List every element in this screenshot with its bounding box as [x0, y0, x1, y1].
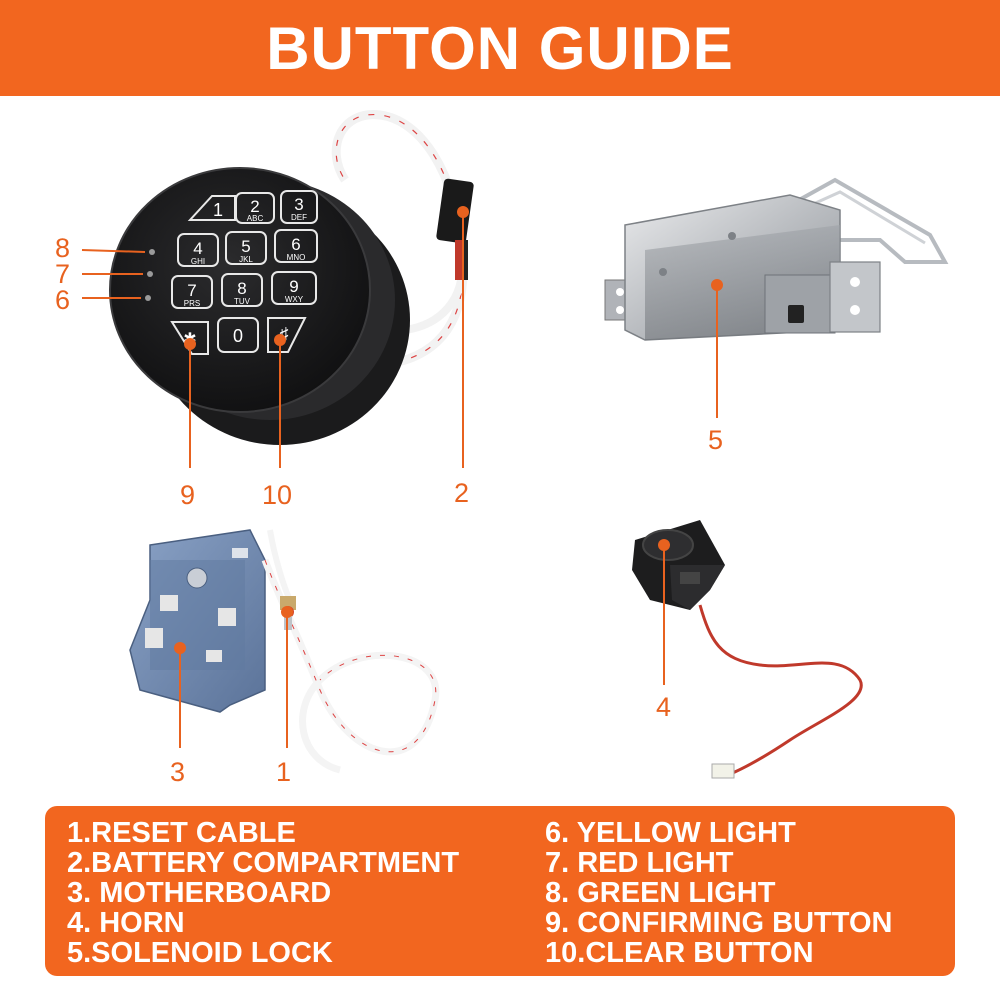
key-3-letters: DEF — [291, 213, 307, 222]
legend-item-solenoid-lock: 5.SOLENOID LOCK — [67, 937, 333, 969]
solenoid-lock — [604, 177, 949, 341]
key-9: 9 — [289, 277, 298, 296]
key-hash: ♯ — [280, 324, 289, 344]
key-6: 6 — [291, 235, 300, 254]
red-led — [147, 271, 153, 277]
key-7: 7 — [187, 281, 196, 300]
key-5: 5 — [241, 237, 250, 256]
key-9-letters: WXY — [285, 295, 304, 304]
callout-8: 8 — [55, 233, 71, 263]
legend-item-green-light: 8. GREEN LIGHT — [545, 877, 776, 909]
callout-3: 3 — [170, 757, 186, 787]
callout-5: 5 — [708, 425, 724, 455]
key-5-letters: JKL — [239, 255, 253, 264]
horn — [632, 520, 863, 779]
yellow-led — [145, 295, 151, 301]
key-2: 2 — [250, 197, 259, 216]
key-8-letters: TUV — [234, 297, 251, 306]
callout-9: 9 — [180, 480, 196, 510]
callout-1: 1 — [276, 757, 292, 787]
callout-dots — [174, 206, 723, 654]
legend-item-yellow-light: 6. YELLOW LIGHT — [545, 817, 796, 849]
callout-6: 6 — [55, 285, 71, 315]
legend-left-column: 1.RESET CABLE 2.BATTERY COMPARTMENT 3. M… — [67, 818, 459, 968]
legend-item-clear-button: 10.CLEAR BUTTON — [545, 937, 814, 969]
page-title: BUTTON GUIDE — [266, 14, 734, 82]
key-7-letters: PRS — [184, 299, 200, 308]
key-4-letters: GHI — [191, 257, 205, 266]
legend-item-confirming-button: 9. CONFIRMING BUTTON — [545, 907, 893, 939]
key-8: 8 — [237, 279, 246, 298]
legend-item-motherboard: 3. MOTHERBOARD — [67, 877, 332, 909]
callout-lines — [81, 212, 718, 748]
callout-10: 10 — [262, 480, 293, 510]
key-6-letters: MNO — [287, 253, 306, 262]
callout-4: 4 — [656, 692, 672, 722]
key-0: 0 — [233, 326, 243, 346]
legend-item-horn: 4. HORN — [67, 907, 185, 939]
key-4: 4 — [193, 239, 202, 258]
keypad-assembly — [109, 110, 474, 445]
green-led — [149, 249, 155, 255]
keypad-keys — [170, 190, 318, 355]
title-banner: BUTTON GUIDE — [0, 0, 1000, 96]
legend-item-battery-compartment: 2.BATTERY COMPARTMENT — [67, 847, 460, 879]
key-3: 3 — [294, 195, 303, 214]
legend-box: 1.RESET CABLE 2.BATTERY COMPARTMENT 3. M… — [45, 806, 955, 976]
legend-item-reset-cable: 1.RESET CABLE — [67, 817, 296, 849]
callout-2: 2 — [454, 478, 470, 508]
legend-item-red-light: 7. RED LIGHT — [545, 847, 734, 879]
key-1: 1 — [213, 200, 223, 220]
key-2-letters: ABC — [247, 214, 264, 223]
callout-7: 7 — [55, 259, 71, 289]
motherboard — [129, 529, 440, 774]
product-illustration: 1 2 ABC 3 DEF 4 GHI 5 JKL 6 MNO 7 PRS 8 … — [81, 110, 949, 779]
legend-right-column: 6. YELLOW LIGHT 7. RED LIGHT 8. GREEN LI… — [545, 818, 892, 968]
